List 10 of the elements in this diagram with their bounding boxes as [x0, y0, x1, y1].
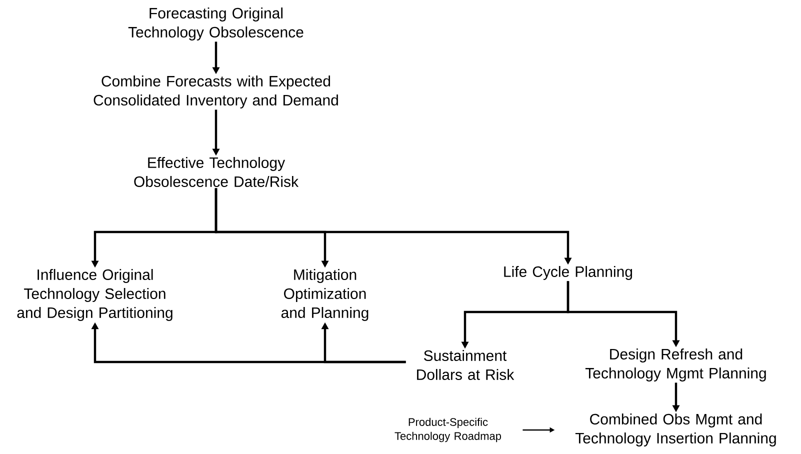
step-text: Life Cycle Planning: [504, 266, 632, 280]
step-text: Influence Original Technology Selection and Design Partitioning: [17, 269, 172, 321]
step-text: Forecasting Original Technology Obsolescence: [128, 8, 304, 40]
step-text: Combined Obs Mgmt and Technology Insertion Planning: [575, 414, 776, 446]
step-text: Sustainment Dollars at Risk: [417, 350, 514, 380]
step-text: Design Refresh and Technology Mgmt Planning: [585, 348, 766, 382]
step-text: Mitigation Optimization and Planning: [281, 269, 368, 321]
step-text: Combine Forecasts with Expected Consolidated Inventory and Demand: [94, 76, 338, 108]
step-text: Effective Technology Obsolescence Date/Risk: [134, 156, 299, 187]
step-text: Product-Specific Technology Roadmap: [394, 418, 501, 442]
